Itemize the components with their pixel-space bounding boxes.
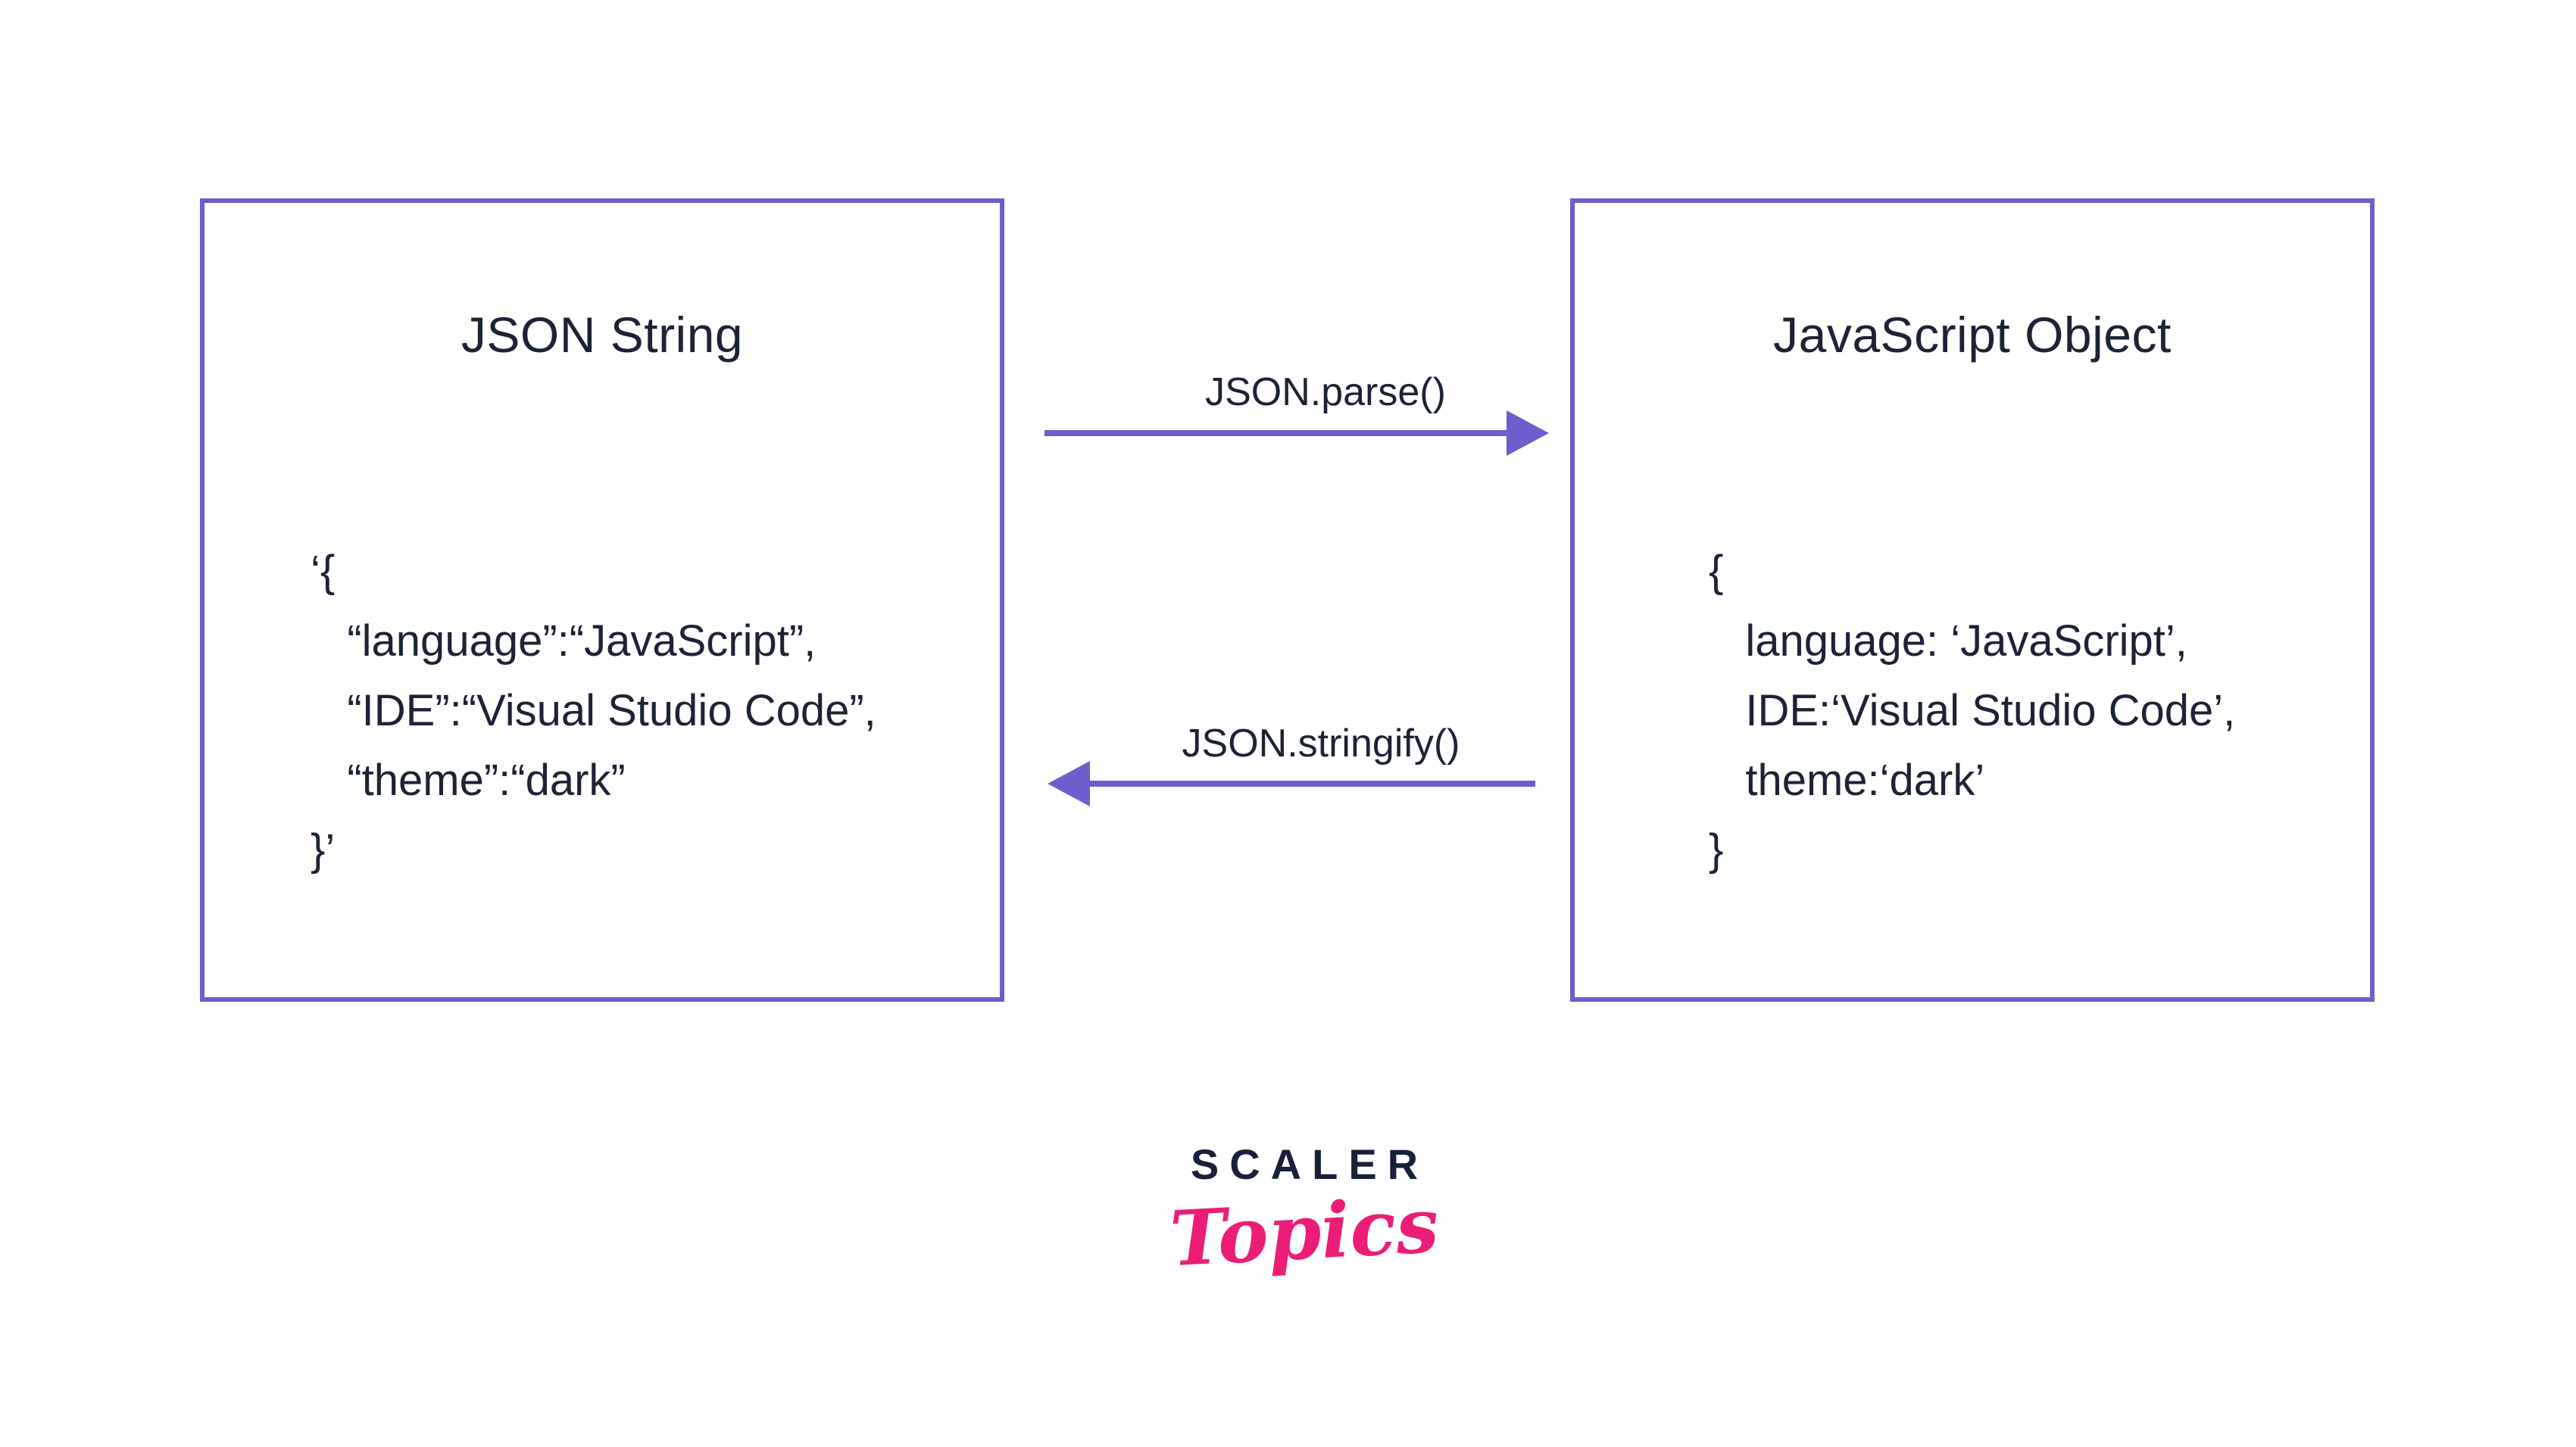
javascript-object-code: { language: ‘JavaScript’, IDE:‘Visual St… xyxy=(1709,547,2236,875)
json-string-box-title: JSON String xyxy=(461,307,744,363)
scaler-topics-logo: SCALER Topics xyxy=(1149,1140,1460,1283)
arrow-right-icon xyxy=(1507,410,1549,456)
javascript-object-box-title: JavaScript Object xyxy=(1773,307,2172,363)
stringify-arrow-label: JSON.stringify() xyxy=(1182,722,1460,766)
json-string-box: JSON String xyxy=(200,198,1004,1002)
javascript-object-box: JavaScript Object xyxy=(1570,198,2375,1002)
parse-arrow-line xyxy=(1044,430,1510,436)
stringify-arrow-line xyxy=(1088,781,1535,787)
logo-scaler-text: SCALER xyxy=(1190,1140,1429,1188)
arrow-left-icon xyxy=(1048,761,1090,806)
parse-arrow-label: JSON.parse() xyxy=(1205,370,1446,414)
json-string-code: ‘{ “language”:“JavaScript”, “IDE”:“Visua… xyxy=(311,547,876,875)
logo-topics-text: Topics xyxy=(1167,1180,1441,1284)
